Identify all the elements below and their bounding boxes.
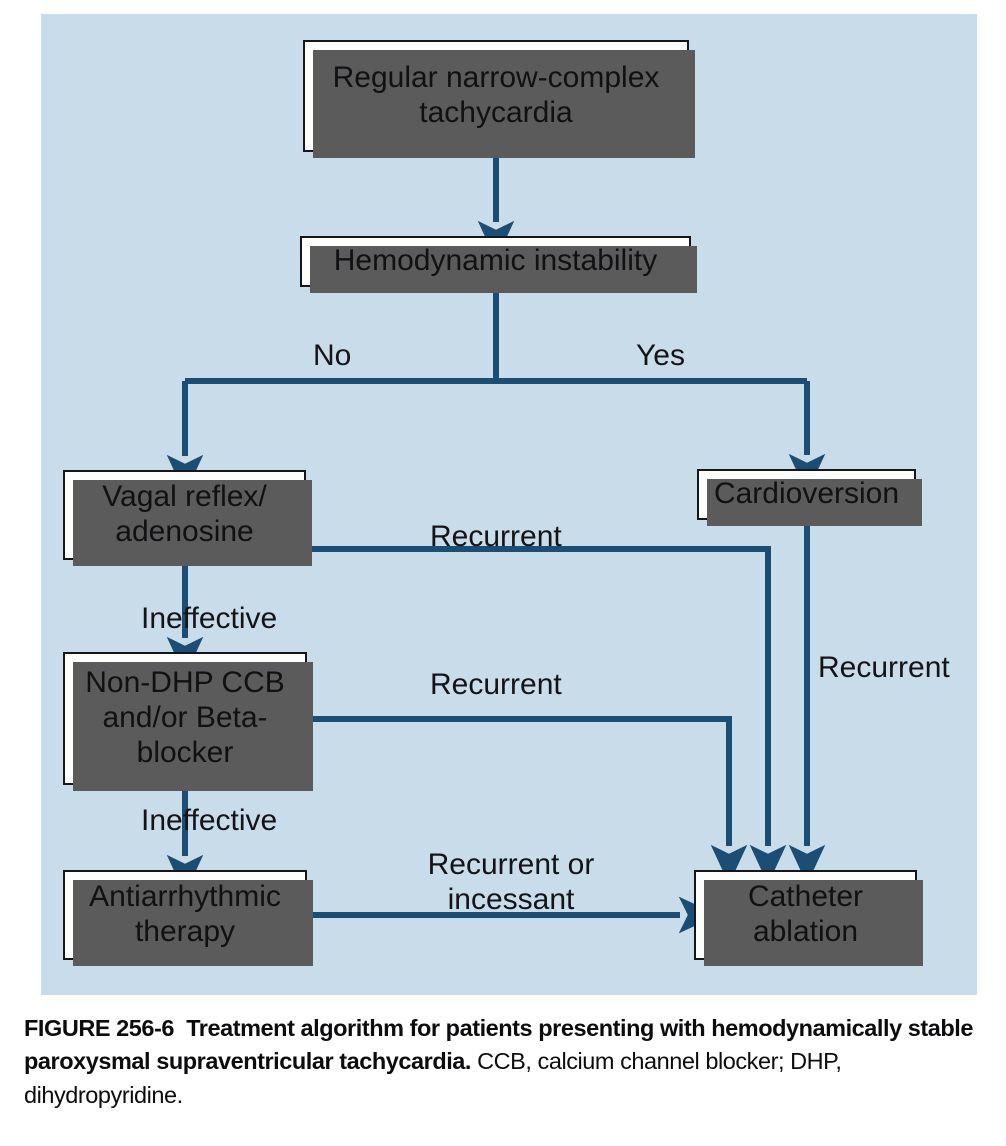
caption-rest-text: CCB, calcium channel blocker; DHP, dihyd… <box>24 1048 842 1108</box>
edge-label-recurrent-cardioversion: Recurrent <box>818 651 950 684</box>
node-catheter-ablation: Catheter ablation <box>694 870 923 966</box>
node-hemodynamic-label: Hemodynamic instability <box>333 244 658 278</box>
edge-label-ineffective-nondhp: Ineffective <box>141 804 278 837</box>
figure-panel: Regular narrow-complex tachycardia Hemod… <box>41 14 977 995</box>
caption-bold-text: Treatment algorithm for patients present… <box>24 1015 973 1075</box>
caption-figure-number: FIGURE 256-6 <box>24 1015 175 1041</box>
node-regular-label: Regular narrow-complex tachycardia <box>332 61 660 129</box>
node-vagal-label: Vagal reflex/ adenosine <box>102 480 267 548</box>
node-cardioversion-label: Cardioversion <box>713 477 900 511</box>
node-vagal-reflex-adenosine: Vagal reflex/ adenosine <box>63 470 312 566</box>
node-hemodynamic-instability: Hemodynamic instability <box>300 236 697 293</box>
edge-vagal-recurrent <box>306 546 787 885</box>
node-regular-narrow-complex-tachycardia: Regular narrow-complex tachycardia <box>303 40 695 158</box>
node-antiarrhythmic-label: Antiarrhythmic therapy <box>89 880 281 948</box>
edge-label-no: No <box>313 339 352 372</box>
edge-label-ineffective-vagal: Ineffective <box>141 602 278 635</box>
node-non-dhp-ccb-beta-blocker: Non-DHP CCB and/or Beta- blocker <box>63 652 313 791</box>
edge-label-recurrent-vagal: Recurrent <box>430 520 562 553</box>
edge-label-yes: Yes <box>636 339 685 372</box>
node-cardioversion: Cardioversion <box>697 469 922 526</box>
node-nondhp-label: Non-DHP CCB and/or Beta- blocker <box>85 666 285 769</box>
edge-label-recurrent-or-incessant: Recurrent or incessant <box>427 848 595 916</box>
edge-label-recurrent-nondhp: Recurrent <box>430 668 562 701</box>
flowchart-connectors <box>166 152 826 934</box>
figure-caption: FIGURE 256-6 Treatment algorithm for pat… <box>24 1012 986 1112</box>
node-catheter-label: Catheter ablation <box>747 880 864 948</box>
edge-nondhp-recurrent <box>307 716 748 885</box>
node-antiarrhythmic-therapy: Antiarrhythmic therapy <box>63 870 313 966</box>
